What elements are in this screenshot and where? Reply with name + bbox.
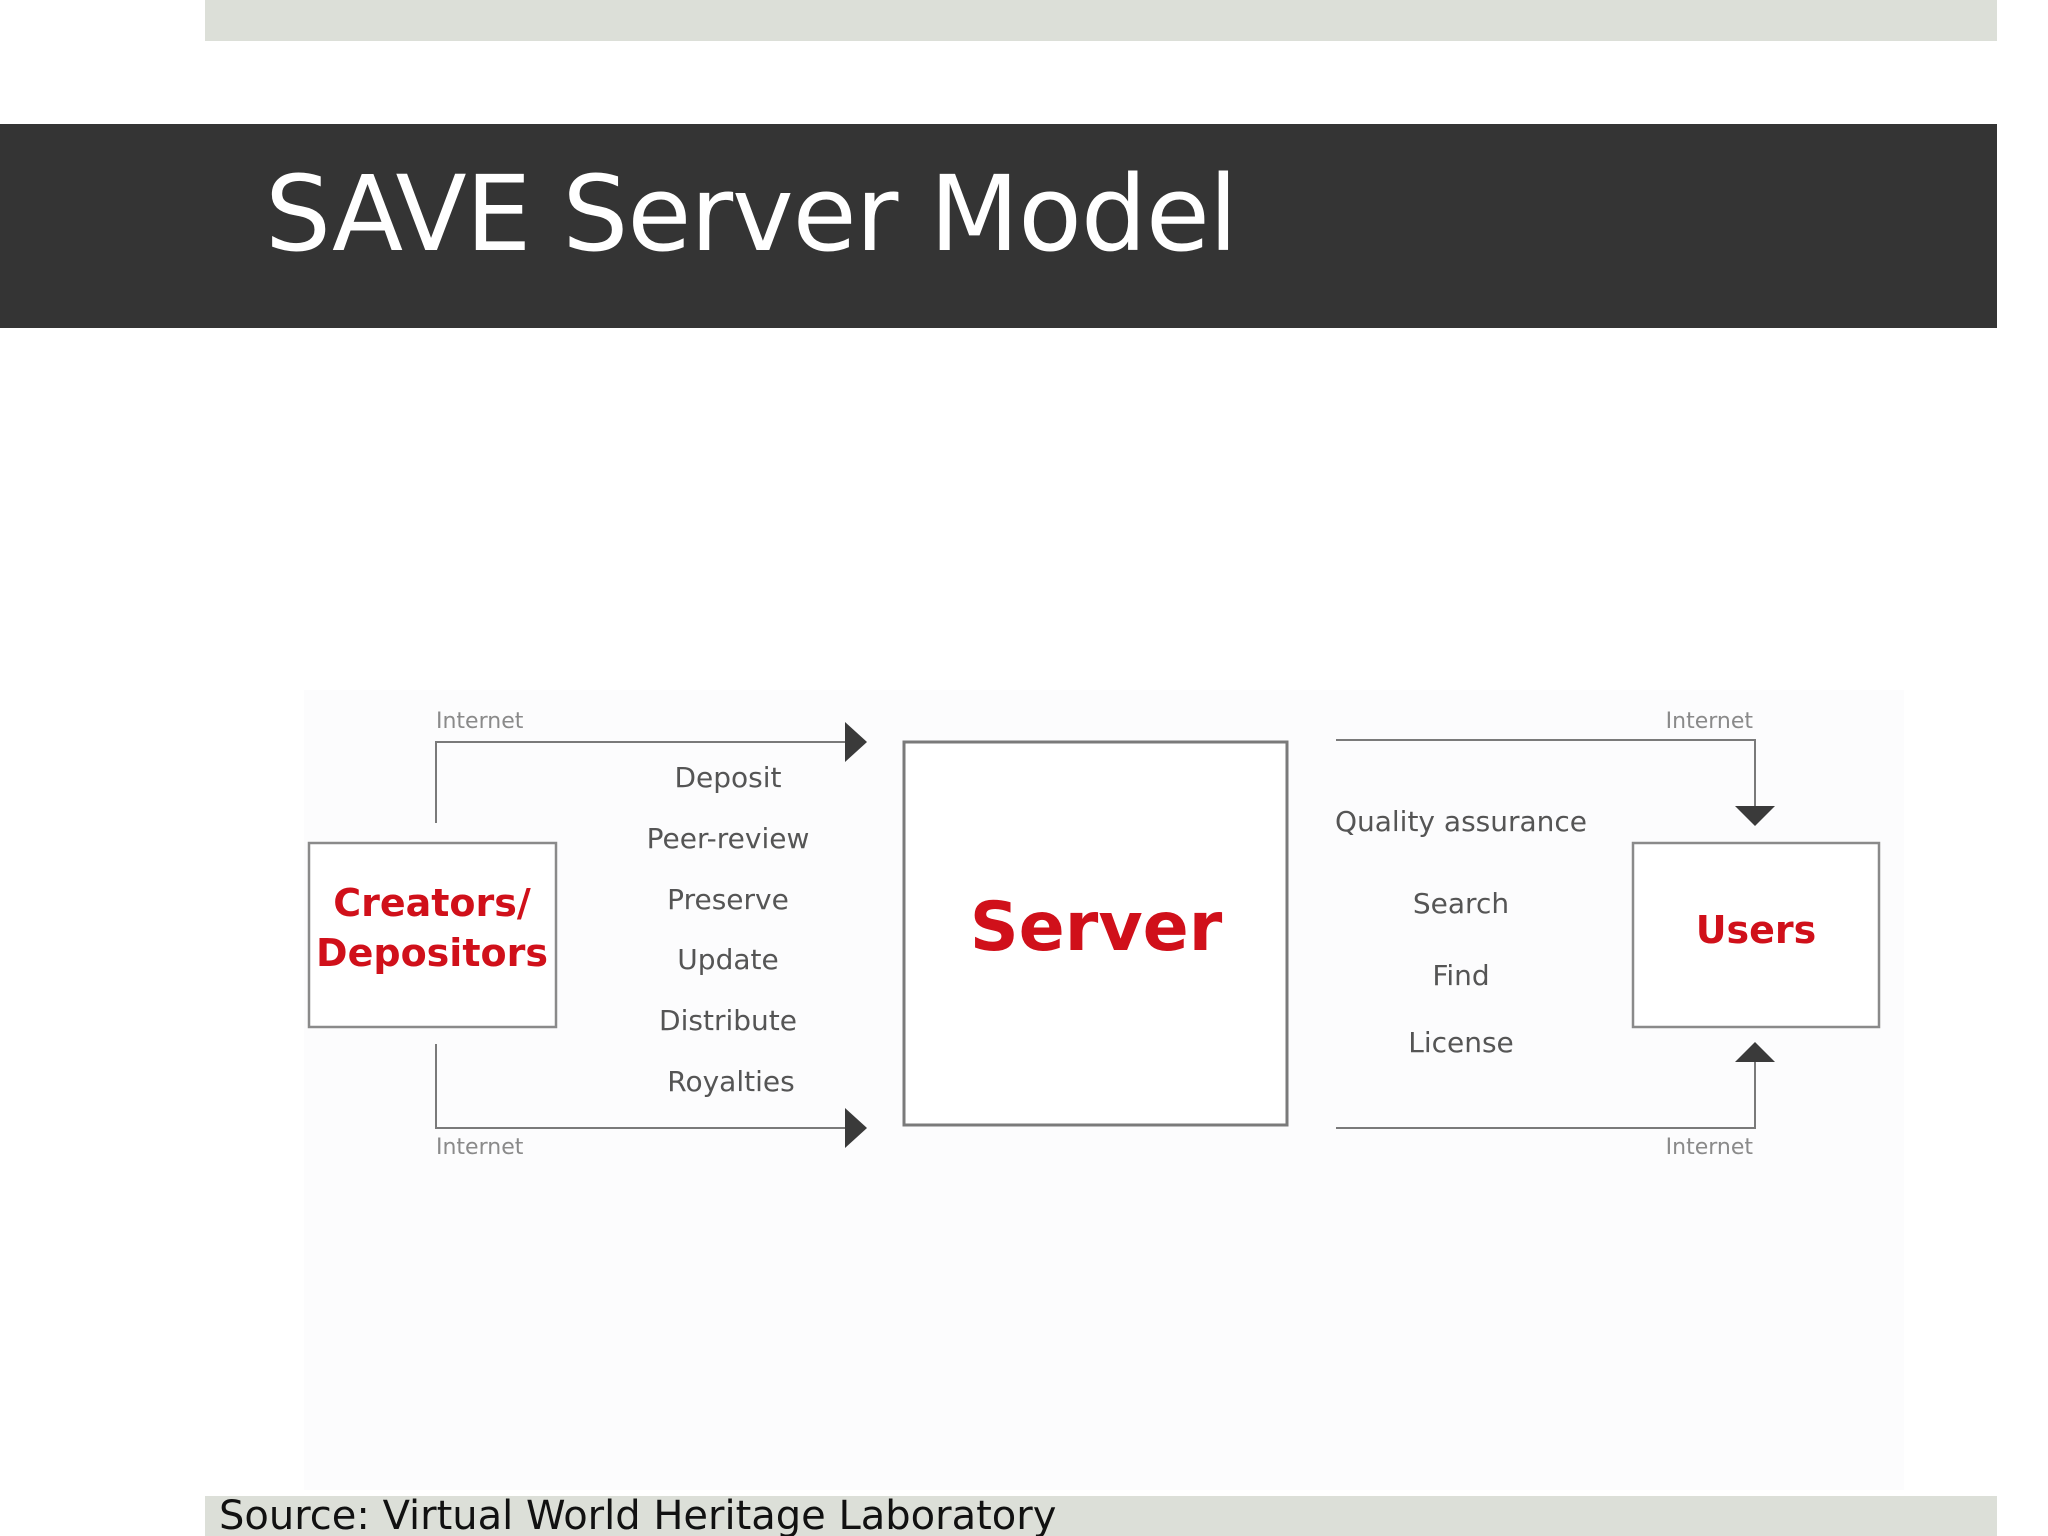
function-update: Update [677, 943, 778, 976]
right-top-connector [1336, 739, 1756, 806]
internet-label-right-bottom: Internet [1666, 1135, 1754, 1160]
function-deposit: Deposit [674, 761, 781, 794]
creators-label-line2: Depositors [316, 931, 548, 975]
internet-label-left-bottom: Internet [436, 1135, 524, 1160]
users-box [1631, 841, 1881, 1029]
source-footer: Source: Virtual World Heritage Laborator… [205, 1496, 1997, 1536]
server-label: Server [970, 888, 1223, 967]
top-decorative-band [205, 0, 1997, 41]
left-bottom-connector [435, 1044, 848, 1129]
function-royalties: Royalties [667, 1065, 794, 1098]
function-license: License [1408, 1026, 1514, 1059]
title-bar [0, 124, 1997, 328]
function-find: Find [1432, 959, 1489, 992]
left-top-arrowhead [845, 722, 867, 762]
slide-title: SAVE Server Model [265, 153, 1238, 275]
server-box [902, 740, 1289, 1127]
function-peer-review: Peer-review [647, 822, 810, 855]
right-bottom-arrowhead [1735, 1042, 1775, 1062]
left-bottom-arrowhead [845, 1108, 867, 1148]
left-top-connector [435, 741, 848, 823]
internet-label-right-top: Internet [1666, 709, 1754, 734]
users-label: Users [1696, 908, 1817, 952]
creators-box [307, 841, 558, 1029]
function-distribute: Distribute [659, 1004, 797, 1037]
right-bottom-connector [1336, 1062, 1756, 1129]
function-quality-assurance: Quality assurance [1335, 805, 1587, 838]
source-text: Source: Virtual World Heritage Laborator… [219, 1496, 1057, 1536]
function-search: Search [1413, 887, 1509, 920]
internet-label-left-top: Internet [436, 709, 524, 734]
creators-label-line1: Creators/ [333, 881, 531, 925]
function-preserve: Preserve [667, 883, 789, 916]
right-top-arrowhead [1735, 806, 1775, 826]
